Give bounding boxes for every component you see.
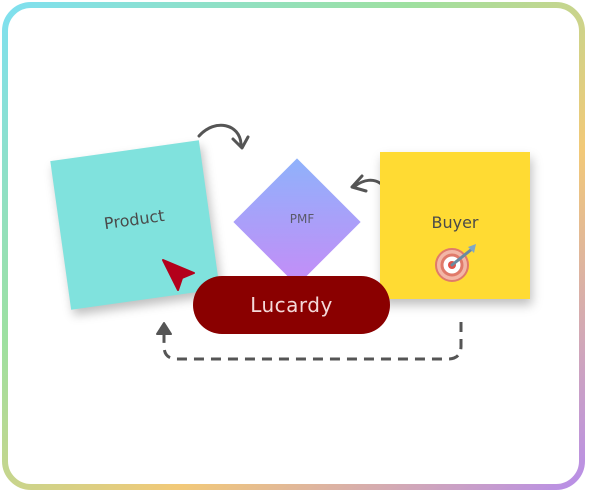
pmf-label: PMF bbox=[289, 212, 315, 226]
product-label: Product bbox=[102, 205, 166, 233]
lucardy-brand-pill[interactable]: Lucardy bbox=[193, 276, 390, 334]
buyer-label: Buyer bbox=[431, 213, 479, 232]
product-sticky-note[interactable]: Product bbox=[50, 140, 220, 310]
lucardy-label: Lucardy bbox=[250, 293, 333, 317]
buyer-sticky-note[interactable]: Buyer bbox=[380, 152, 530, 299]
